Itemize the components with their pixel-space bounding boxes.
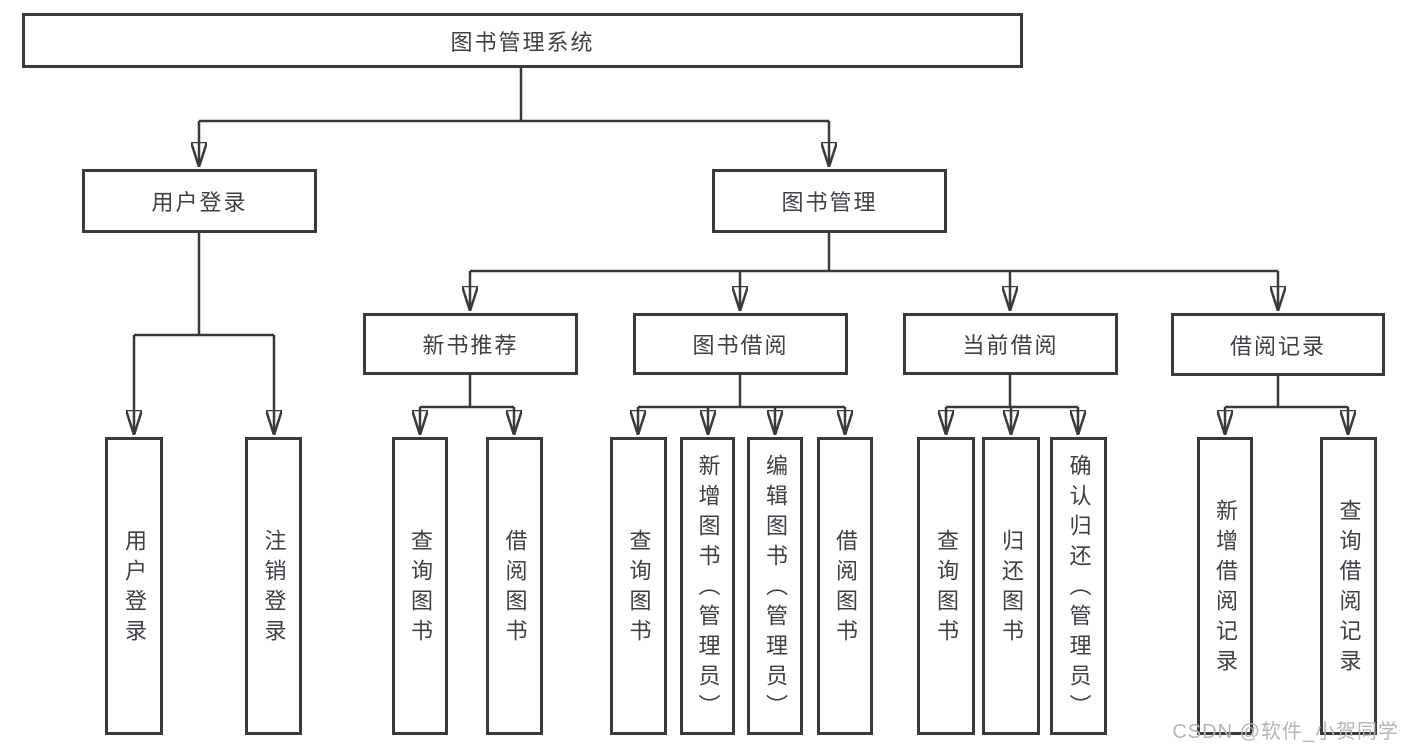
leaf-br-query-record: 查询借阅记录 [1320,437,1377,735]
leaf-logout: 注销登录 [245,437,302,735]
edge-book-borrow-rail [638,375,845,409]
node-book-management: 图书管理 [712,169,947,233]
leaf-cb-query-books: 查询图书 [917,437,975,735]
node-borrowing-records: 借阅记录 [1171,313,1385,376]
leaf-bb-query-books: 查询图书 [610,437,667,735]
edge-borrow-records-rail [1225,375,1348,409]
edge-new-book-rec-rail [420,375,514,409]
watermark: CSDN @软件_小贺同学 [1172,721,1399,743]
node-user-login: 用户登录 [82,169,317,233]
node-current-borrowing: 当前借阅 [903,313,1118,375]
edge-user-login-rail [134,233,274,337]
leaf-cb-return-books: 归还图书 [982,437,1040,735]
leaf-user-login: 用户登录 [105,437,163,735]
leaf-nbr-borrow-books: 借阅图书 [486,437,543,735]
leaf-br-add-record: 新增借阅记录 [1197,437,1253,735]
leaf-bb-borrow-books: 借阅图书 [817,437,873,735]
leaf-bb-add-books-admin: 新增图书（管理员） [680,437,735,735]
edge-current-borrow-rail [946,375,1078,409]
node-book-borrowing: 图书借阅 [633,313,848,375]
edge-book-management-rail [470,233,1278,273]
leaf-nbr-query-books: 查询图书 [392,437,448,735]
leaf-bb-edit-books-admin: 编辑图书（管理员） [747,437,803,735]
leaf-cb-confirm-return-admin: 确认归还（管理员） [1050,437,1107,735]
node-new-book-recommendation: 新书推荐 [363,313,578,375]
node-library-management-system: 图书管理系统 [22,13,1023,68]
edge-root-rail [199,68,829,123]
